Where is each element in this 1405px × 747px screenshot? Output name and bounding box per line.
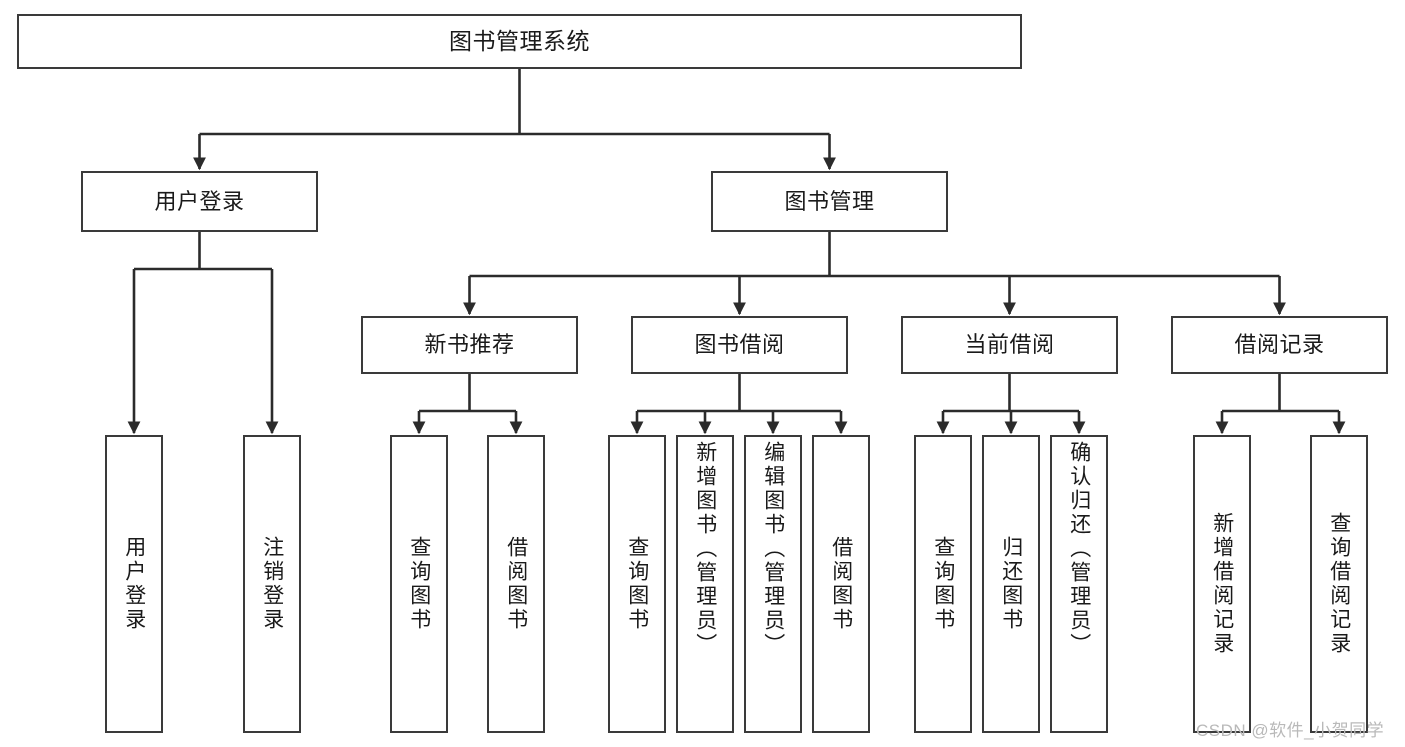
node-label: 图书管理系统 — [449, 27, 590, 54]
node-label: 查询借阅记录 — [1327, 512, 1351, 656]
node-label: 借阅图书 — [504, 536, 528, 632]
node-leaf-query-book-2[interactable]: 查询图书 — [608, 435, 666, 733]
node-leaf-borrow-book-1[interactable]: 借阅图书 — [487, 435, 545, 733]
node-leaf-user-login[interactable]: 用户登录 — [105, 435, 163, 733]
node-label: 归还图书 — [999, 536, 1023, 632]
node-label: 当前借阅 — [964, 332, 1055, 358]
node-new-book-recommend[interactable]: 新书推荐 — [361, 316, 578, 374]
node-root-book-management-system[interactable]: 图书管理系统 — [17, 14, 1022, 69]
node-leaf-confirm-return-admin[interactable]: 确认归还（管理员） — [1050, 435, 1108, 733]
node-label: 借阅图书 — [829, 536, 853, 632]
node-label: 确认归还（管理员） — [1067, 441, 1091, 657]
node-leaf-logout[interactable]: 注销登录 — [243, 435, 301, 733]
node-label: 用户登录 — [122, 536, 146, 632]
node-label: 查询图书 — [407, 536, 431, 632]
node-leaf-edit-book-admin[interactable]: 编辑图书（管理员） — [744, 435, 802, 733]
node-label: 新增图书（管理员） — [693, 441, 717, 657]
node-label: 图书管理 — [784, 188, 875, 214]
node-label: 借阅记录 — [1234, 332, 1325, 358]
node-label: 图书借阅 — [694, 332, 785, 358]
node-label: 用户登录 — [154, 188, 245, 214]
node-leaf-query-book-1[interactable]: 查询图书 — [390, 435, 448, 733]
node-leaf-return-book[interactable]: 归还图书 — [982, 435, 1040, 733]
node-label: 查询图书 — [931, 536, 955, 632]
node-leaf-query-borrow-record[interactable]: 查询借阅记录 — [1310, 435, 1368, 733]
node-label: 查询图书 — [625, 536, 649, 632]
node-label: 注销登录 — [260, 536, 284, 632]
node-leaf-add-borrow-record[interactable]: 新增借阅记录 — [1193, 435, 1251, 733]
node-leaf-add-book-admin[interactable]: 新增图书（管理员） — [676, 435, 734, 733]
node-leaf-query-book-3[interactable]: 查询图书 — [914, 435, 972, 733]
csdn-watermark: CSDN @软件_小贺同学 — [1196, 721, 1385, 740]
node-user-login[interactable]: 用户登录 — [81, 171, 318, 232]
node-label: 新书推荐 — [424, 332, 515, 358]
node-current-borrow[interactable]: 当前借阅 — [901, 316, 1118, 374]
node-book-management[interactable]: 图书管理 — [711, 171, 948, 232]
node-book-borrow[interactable]: 图书借阅 — [631, 316, 848, 374]
node-borrow-record[interactable]: 借阅记录 — [1171, 316, 1388, 374]
node-label: 新增借阅记录 — [1210, 512, 1234, 656]
node-leaf-borrow-book-2[interactable]: 借阅图书 — [812, 435, 870, 733]
node-label: 编辑图书（管理员） — [761, 441, 785, 657]
